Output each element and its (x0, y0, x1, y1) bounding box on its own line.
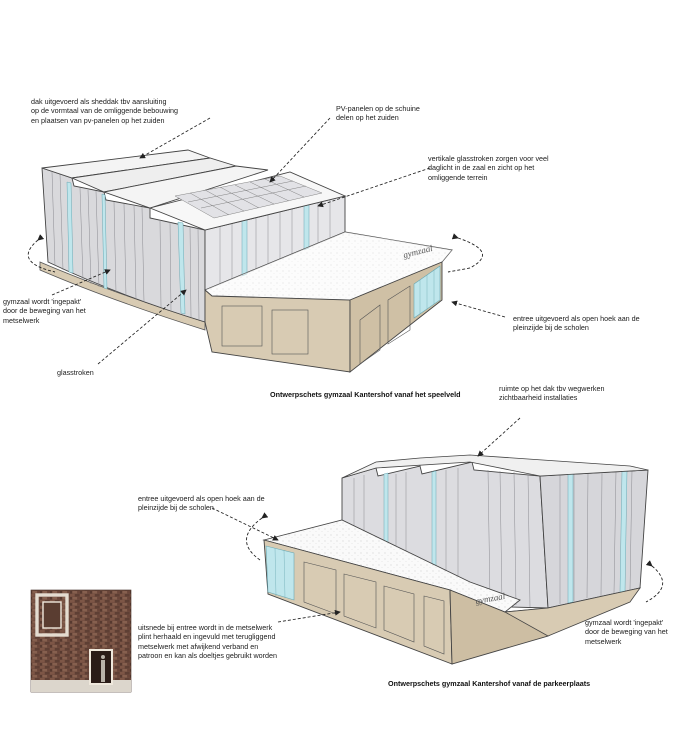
top-low-front (204, 289, 351, 373)
note-pv-panels: PV-panelen op de schuine delen op het zu… (336, 104, 420, 123)
caption-bottom: Ontwerpschets gymzaal Kantershof vanaf d… (388, 679, 591, 688)
bottom-leaders (211, 417, 521, 623)
caption-top: Ontwerpschets gymzaal Kantershof vanaf h… (270, 390, 461, 399)
sketch-bottom-building: gymzaal (246, 454, 663, 665)
top-pv-panels (174, 175, 323, 219)
brick-photo (30, 589, 132, 693)
note-glass-strips: glasstroken (57, 368, 94, 377)
note-entrance-corner-bottom: entree uitgevoerd als open hoek aan de p… (138, 494, 265, 513)
note-roof-sheddak: dak uitgevoerd als sheddak tbv aansluiti… (31, 97, 179, 125)
bottom-roof-saw (341, 454, 649, 479)
note-plinth-detail: uitsnede bij entree wordt in de metselwe… (138, 623, 278, 661)
top-leaders (51, 117, 506, 365)
note-gym-wrapped-top: gymzaal wordt 'ingepakt' door de bewegin… (3, 297, 86, 325)
note-gym-wrapped-bottom: gymzaal wordt 'ingepakt' door de bewegin… (585, 618, 668, 646)
top-masonry-band (39, 261, 206, 331)
sketch-top-building: gymzaal (27, 149, 483, 373)
note-vertical-glass: vertikale glasstroken zorgen voor veel d… (428, 154, 549, 182)
note-roof-space: ruimte op het dak tbv wegwerken zichtbaa… (499, 384, 605, 403)
top-roof-saw-3 (102, 165, 269, 209)
note-entrance-corner-top: entree uitgevoerd als open hoek aan de p… (513, 314, 640, 333)
